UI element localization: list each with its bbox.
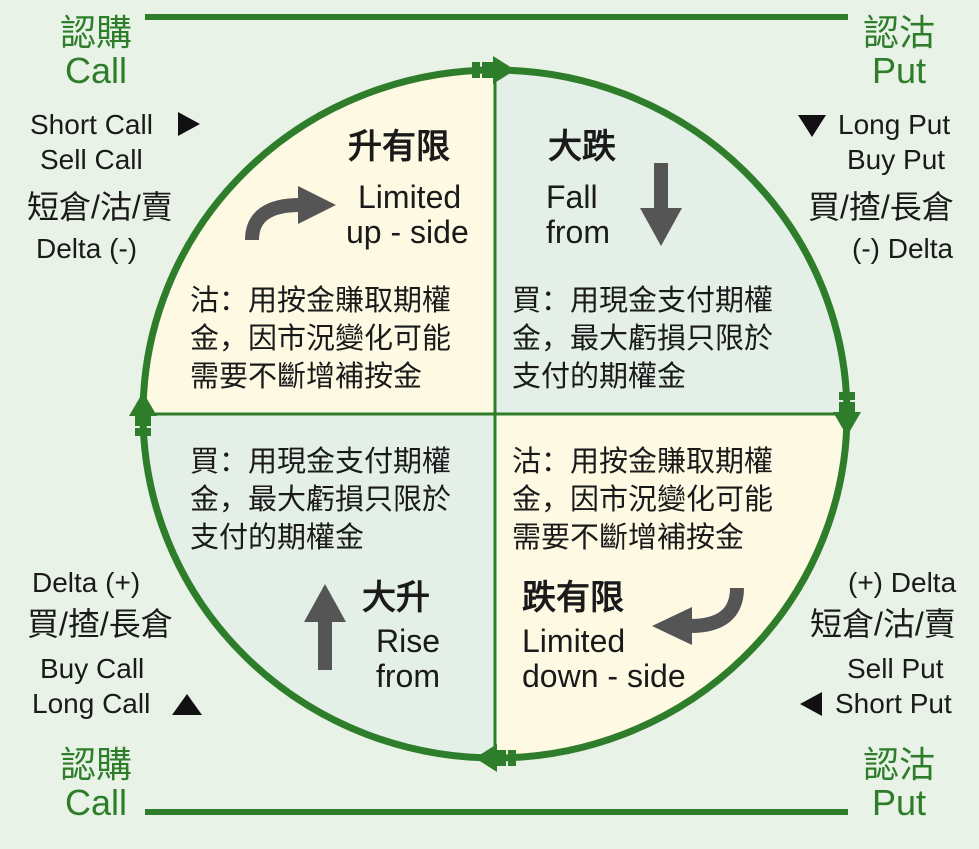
corner-bottom-right-cjk: 認沽 [862, 744, 935, 785]
side-ll-line1: Delta (+) [32, 567, 141, 598]
quadrant-top-left-fill [143, 70, 495, 414]
quadrant-top-right-desc-2: 金，最大虧損只限於 [512, 323, 774, 355]
arrow-up-icon [304, 584, 346, 670]
side-lr-line4: Short Put [835, 688, 952, 719]
corner-bottom-left-en: Call [64, 782, 127, 823]
quadrant-top-right-fill [495, 70, 847, 414]
side-ur-line2: Buy Put [847, 144, 946, 175]
corner-top-left: 認購 Call [58, 14, 134, 90]
corner-top-right: 認沽 Put [861, 14, 937, 90]
arrow-down-icon [640, 163, 682, 246]
quadrant-bottom-left-sub2: from [376, 658, 440, 694]
corner-top-left-cjk: 認購 [59, 12, 132, 53]
corner-bottom-right: 認沽 Put [861, 746, 937, 822]
triangle-down-icon [798, 115, 826, 137]
corner-bottom-left-cjk: 認購 [59, 744, 132, 785]
quadrant-bottom-right-desc-1: 沽：用按金賺取期權 [512, 446, 774, 478]
quadrant-bottom-left-title: 大升 [362, 579, 430, 617]
corner-top-right-cjk: 認沽 [862, 12, 935, 53]
quadrant-bottom-right-title: 跌有限 [522, 579, 624, 617]
side-ul-line4: Delta (-) [36, 233, 138, 264]
triangle-up-icon [172, 694, 202, 715]
corner-bottom-left: 認購 Call [58, 746, 134, 822]
quadrant-top-left-title: 升有限 [348, 128, 450, 166]
quadrant-bottom-right-sub2: down - side [522, 658, 686, 694]
quadrant-top-left-desc-2: 金，因市況變化可能 [190, 323, 452, 355]
side-ll-line4: Long Call [32, 688, 151, 719]
triangle-left-icon [800, 692, 822, 716]
side-ul-line2: Sell Call [40, 144, 143, 175]
quadrant-top-right-desc-3: 支付的期權金 [512, 361, 687, 393]
quadrant-bottom-left-desc-3: 支付的期權金 [190, 522, 365, 554]
quadrant-top-right-sub2: from [546, 214, 610, 250]
side-ul-line3: 短倉/沽/賣 [27, 189, 173, 225]
side-lr-line2: 短倉/沽/賣 [810, 606, 956, 642]
corner-top-right-en: Put [871, 50, 927, 91]
corner-top-left-en: Call [64, 50, 127, 91]
quadrant-top-right-sub1: Fall [546, 179, 598, 215]
quadrant-bottom-left-desc-2: 金，最大虧損只限於 [190, 484, 452, 516]
side-ur-line3: 買/揸/長倉 [808, 189, 954, 225]
quadrant-top-right-title: 大跌 [548, 128, 616, 166]
ring-arrow-right-icon [833, 392, 861, 436]
quadrant-bottom-left-sub1: Rise [376, 623, 441, 659]
side-ur-line1: Long Put [838, 109, 951, 140]
triangle-right-icon [178, 112, 200, 136]
side-lr-line1: (+) Delta [848, 567, 957, 598]
ring-arrow-left-icon [129, 392, 157, 436]
side-ur-line4: (-) Delta [852, 233, 954, 264]
quadrant-top-left-desc-3: 需要不斷增補按金 [190, 361, 423, 393]
curved-arrow-left-icon [652, 587, 744, 645]
quadrant-bottom-left-desc-1: 買：用現金支付期權 [190, 446, 452, 478]
quadrant-top-left-desc-1: 沽：用按金賺取期權 [190, 285, 452, 317]
side-ll-line2: 買/揸/長倉 [27, 606, 173, 642]
side-ll-line3: Buy Call [40, 653, 145, 684]
quadrant-bottom-right-sub1: Limited [522, 623, 626, 659]
ring-arrow-top-icon [472, 56, 515, 84]
side-ul-line1: Short Call [30, 109, 153, 140]
side-lr-line3: Sell Put [847, 653, 944, 684]
quadrant-top-left-sub1: Limited [358, 179, 462, 215]
quadrant-bottom-right-desc-3: 需要不斷增補按金 [512, 522, 745, 554]
ring-arrow-bottom-icon [475, 744, 516, 772]
curved-arrow-right-icon [245, 186, 336, 241]
quadrant-bottom-right-desc-2: 金，因市況變化可能 [512, 484, 774, 516]
quadrant-bottom-right-fill [495, 414, 847, 758]
quadrant-top-right-desc-1: 買：用現金支付期權 [512, 285, 774, 317]
corner-bottom-right-en: Put [871, 782, 927, 823]
quadrant-top-left-sub2: up - side [346, 214, 469, 250]
quadrant-bottom-left-fill [143, 414, 495, 758]
